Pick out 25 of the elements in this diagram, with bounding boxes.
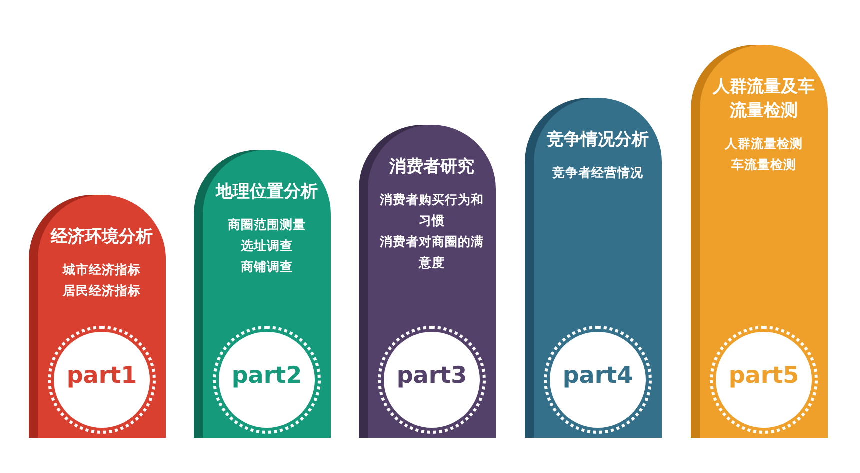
column-item: 消费者对商圈的满意度 — [379, 233, 485, 272]
column-card — [534, 98, 662, 438]
column-heading: 消费者研究 — [388, 156, 476, 179]
column-heading: 经济环境分析 — [50, 226, 154, 249]
part-circle: part3 — [384, 332, 480, 428]
column-item: 车流量检测 — [730, 156, 798, 174]
column-heading: 地理位置分析 — [215, 181, 319, 204]
column-card — [203, 150, 331, 438]
part-circle: part4 — [550, 332, 646, 428]
part-circle: part5 — [716, 332, 812, 428]
column-item: 商铺调查 — [240, 258, 294, 276]
column-item: 人群流量检测 — [724, 135, 804, 153]
column-heading: 人群流量及车流量检测 — [712, 76, 816, 123]
column-item: 消费者购买行为和习惯 — [379, 191, 485, 230]
column-card — [700, 45, 828, 438]
column-card — [368, 125, 496, 438]
column-item: 城市经济指标 — [62, 261, 142, 279]
column-item: 选址调查 — [240, 237, 294, 255]
column-item: 商圈范围测量 — [227, 216, 307, 234]
part-circle: part1 — [54, 332, 150, 428]
column-item: 竞争者经营情况 — [552, 164, 644, 182]
column-item: 居民经济指标 — [62, 282, 142, 300]
column-heading: 竞争情况分析 — [546, 129, 650, 152]
part-circle: part2 — [219, 332, 315, 428]
column-card — [38, 195, 166, 438]
